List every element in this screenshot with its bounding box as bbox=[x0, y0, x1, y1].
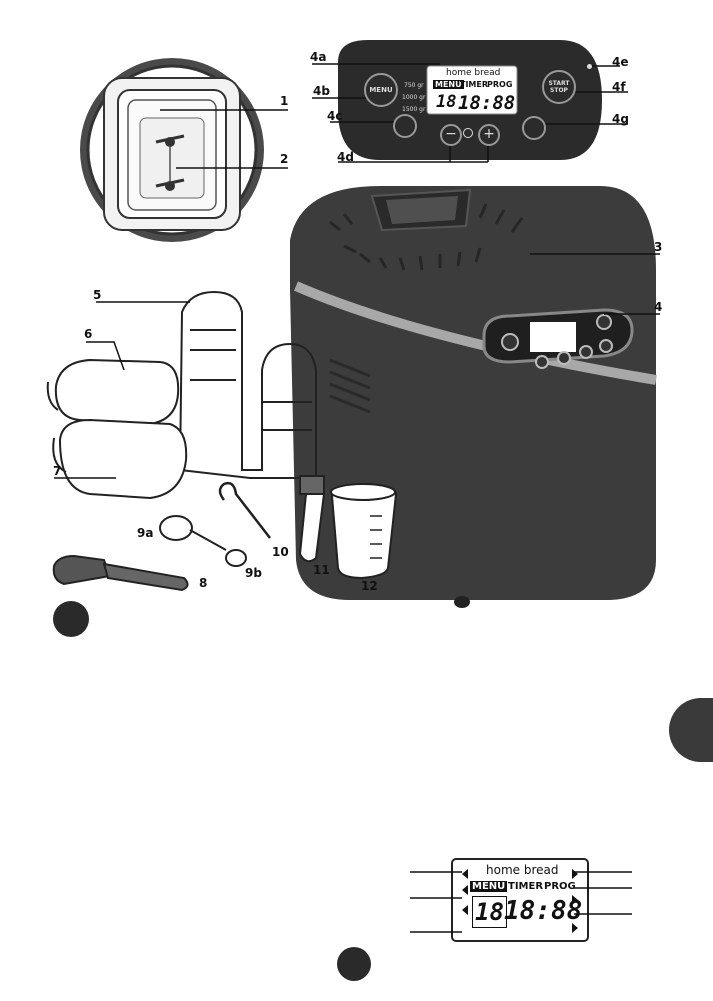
start-label: START bbox=[548, 80, 569, 87]
crust-button[interactable] bbox=[393, 114, 417, 138]
plus-button[interactable]: + bbox=[478, 124, 500, 146]
bottom-lcd-time-digits: 18:88 bbox=[504, 896, 582, 926]
weight-1500-label: 1500 gr bbox=[402, 106, 425, 113]
bottom-lcd-title: home bread bbox=[486, 863, 558, 877]
bottom-lcd-menu: MENU bbox=[470, 881, 507, 892]
callout-10: 10 bbox=[272, 545, 289, 559]
callout-8: 8 bbox=[199, 576, 207, 590]
callout-9b: 9b bbox=[245, 566, 262, 580]
callout-4b: 4b bbox=[313, 84, 330, 98]
bottom-lcd-timer: TIMER bbox=[508, 881, 543, 892]
power-led bbox=[587, 64, 592, 69]
callout-1: 1 bbox=[280, 94, 288, 108]
callout-4a: 4a bbox=[310, 50, 326, 64]
menu-button[interactable]: MENU bbox=[364, 73, 398, 107]
callout-2: 2 bbox=[280, 152, 288, 166]
callout-3: 3 bbox=[654, 240, 662, 254]
minus-button[interactable]: − bbox=[440, 124, 462, 146]
menu-button-label: MENU bbox=[369, 86, 392, 94]
panel-lcd-prog: PROG bbox=[487, 80, 512, 89]
timer-icon bbox=[463, 128, 473, 138]
callout-4: 4 bbox=[654, 300, 662, 314]
callout-9a: 9a bbox=[137, 526, 153, 540]
bottom-lcd-program-digits: 18 bbox=[472, 896, 507, 928]
panel-lcd-time-digits: 18:88 bbox=[458, 92, 515, 114]
weight-750-label: 750 gr bbox=[404, 82, 424, 89]
callout-4c: 4c bbox=[327, 109, 342, 123]
callout-12: 12 bbox=[361, 579, 378, 593]
bottom-lcd-prog: PROG bbox=[544, 881, 576, 892]
callout-4g: 4g bbox=[612, 112, 629, 126]
stop-label: STOP bbox=[550, 87, 568, 94]
callout-6: 6 bbox=[84, 327, 92, 341]
panel-lcd-program-digits: 18 bbox=[436, 92, 456, 112]
figure-marker-top bbox=[53, 601, 89, 637]
callout-4f: 4f bbox=[612, 80, 626, 94]
panel-lcd-title: home bread bbox=[446, 68, 500, 78]
start-stop-button[interactable]: START STOP bbox=[542, 70, 576, 104]
callout-7: 7 bbox=[53, 464, 61, 478]
callout-11: 11 bbox=[313, 563, 330, 577]
pan-inset bbox=[80, 58, 264, 242]
bake-button[interactable] bbox=[522, 116, 546, 140]
panel-lcd-timer: TIMER bbox=[460, 80, 488, 89]
callout-4e: 4e bbox=[612, 55, 629, 69]
callout-4d: 4d bbox=[337, 150, 354, 164]
figure-marker-bottom bbox=[337, 947, 371, 981]
callout-5: 5 bbox=[93, 288, 101, 302]
weight-1000-label: 1000 gr bbox=[402, 94, 425, 101]
